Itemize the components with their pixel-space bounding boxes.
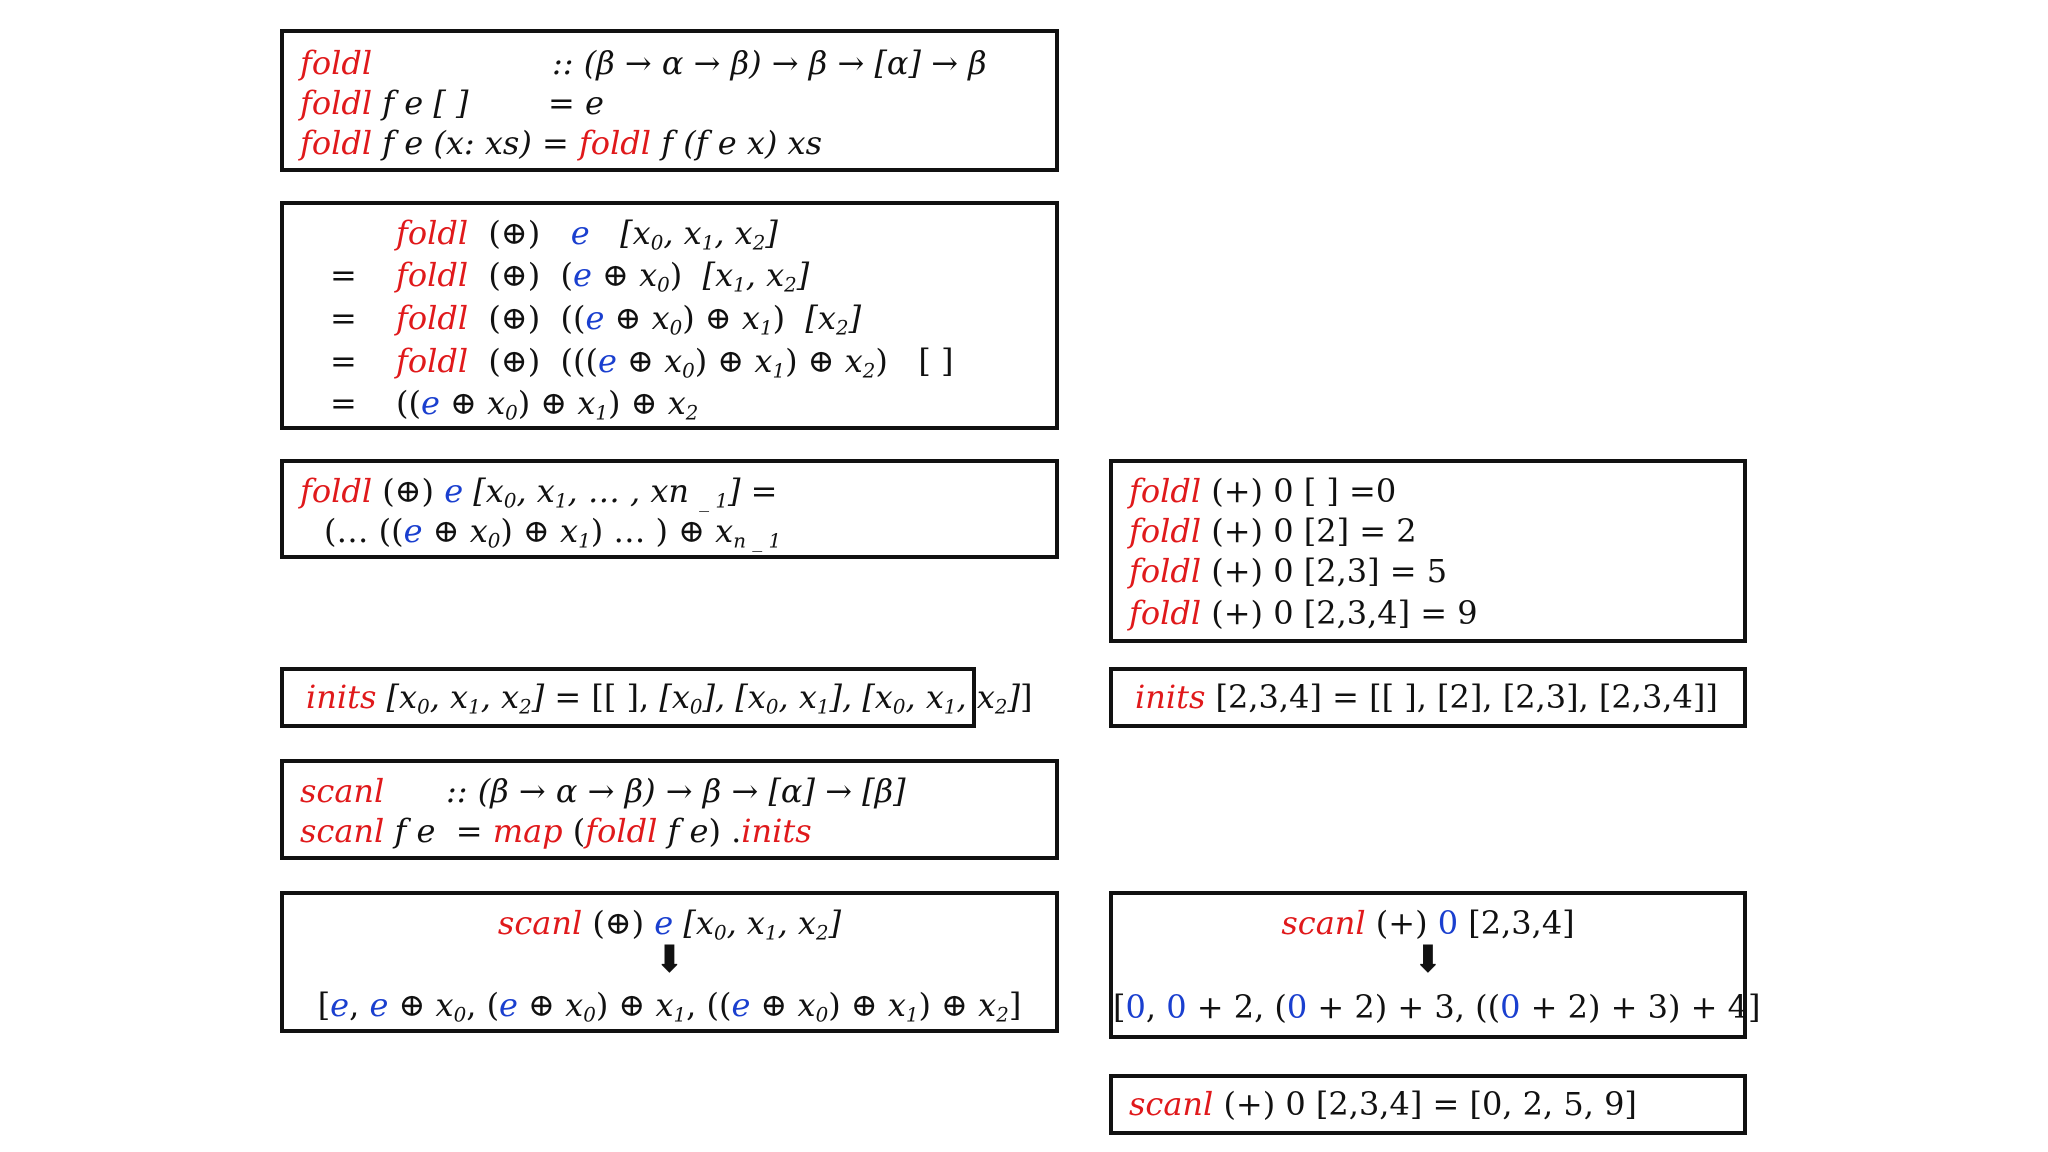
expansion-row-1: foldl (⊕) e [x0, x1, x2] (396, 214, 778, 255)
foldl-example-3: foldl (+) 0 [2,3] = 5 (1129, 552, 1448, 590)
inits-example-line: inits [2,3,4] = [[ ], [2], [2,3], [2,3,4… (1135, 678, 1718, 716)
expansion-row-3: foldl (⊕) ((e ⊕ x0) ⊕ x1) [x2] (396, 299, 862, 340)
inits-general-line: inits [x0, x1, x2] = [[ ], [x0], [x0, x1… (306, 678, 1033, 719)
scanl-type-signature: :: (β → α → β) → β → [α] → [β] (446, 772, 906, 810)
foldl-type-line: foldl (300, 43, 372, 83)
foldl-example-2: foldl (+) 0 [2] = 2 (1129, 512, 1417, 550)
expansion-eq-2: = (330, 256, 357, 294)
inits-general-box: inits [x0, x1, x2] = [[ ], [x0], [x0, x1… (280, 667, 1032, 728)
down-arrow-icon: ⬇ (653, 936, 686, 981)
scanl-example-result: [0, 0 + 2, (0 + 2) + 3, ((0 + 2) + 3) + … (1113, 988, 1761, 1026)
scanl-result-line: scanl (+) 0 [2,3,4] = [0, 2, 5, 9] (1129, 1085, 1637, 1123)
foldl-type-signature: :: (β → α → β) → β → [α] → β (552, 44, 987, 82)
scanl-general-box: scanl (⊕) e [x0, x1, x2] ⬇ [e, e ⊕ x0, (… (280, 891, 1059, 1033)
foldl-definition-box: foldl :: (β → α → β) → β → [α] → β foldl… (280, 29, 1059, 172)
scanl-general-call: scanl (⊕) e [x0, x1, x2] (497, 904, 842, 945)
expansion-eq-4: = (330, 342, 357, 380)
expansion-eq-5: = (330, 384, 357, 422)
foldl-expansion-box: = = = = foldl (⊕) e [x0, x1, x2] foldl (… (280, 201, 1059, 430)
foldl-general-line-1: foldl (⊕) e [x0, x1, … , xn _ 1] = (300, 472, 778, 513)
foldl-empty-rhs: = e (548, 84, 604, 122)
expansion-row-2: foldl (⊕) (e ⊕ x0) [x1, x2] (396, 256, 810, 297)
scanl-type-line: scanl (300, 772, 385, 810)
foldl-keyword: foldl (300, 44, 373, 82)
scanl-result-box: scanl (+) 0 [2,3,4] = [0, 2, 5, 9] (1109, 1074, 1747, 1135)
foldl-cons-case: foldl f e (x: xs) = foldl f (f e x) xs (300, 124, 822, 162)
inits-example-box: inits [2,3,4] = [[ ], [2], [2,3], [2,3,4… (1109, 667, 1747, 728)
scanl-example-call: scanl (+) 0 [2,3,4] (1281, 904, 1575, 942)
expansion-row-5: ((e ⊕ x0) ⊕ x1) ⊕ x2 (396, 384, 699, 425)
foldl-general-box: foldl (⊕) e [x0, x1, … , xn _ 1] = (… ((… (280, 459, 1059, 559)
scanl-general-result: [e, e ⊕ x0, (e ⊕ x0) ⊕ x1, ((e ⊕ x0) ⊕ x… (317, 986, 1022, 1027)
scanl-example-box: scanl (+) 0 [2,3,4] ⬇ [0, 0 + 2, (0 + 2)… (1109, 891, 1761, 1039)
foldl-empty-case: foldl f e [ ] (300, 84, 469, 122)
foldl-general-line-2: (… ((e ⊕ x0) ⊕ x1) … ) ⊕ xn _ 1 (324, 512, 782, 553)
scanl-definition-line: scanl f e = map (foldl f e) .inits (300, 812, 812, 850)
expansion-row-4: foldl (⊕) (((e ⊕ x0) ⊕ x1) ⊕ x2) [ ] (396, 342, 954, 383)
foldl-example-1: foldl (+) 0 [ ] =0 (1129, 472, 1397, 510)
foldl-example-4: foldl (+) 0 [2,3,4] = 9 (1129, 594, 1478, 632)
down-arrow-icon: ⬇ (1412, 936, 1444, 981)
scanl-definition-box: scanl :: (β → α → β) → β → [α] → [β] sca… (280, 759, 1059, 860)
foldl-examples-box: foldl (+) 0 [ ] =0 foldl (+) 0 [2] = 2 f… (1109, 459, 1747, 643)
expansion-eq-3: = (330, 299, 357, 337)
